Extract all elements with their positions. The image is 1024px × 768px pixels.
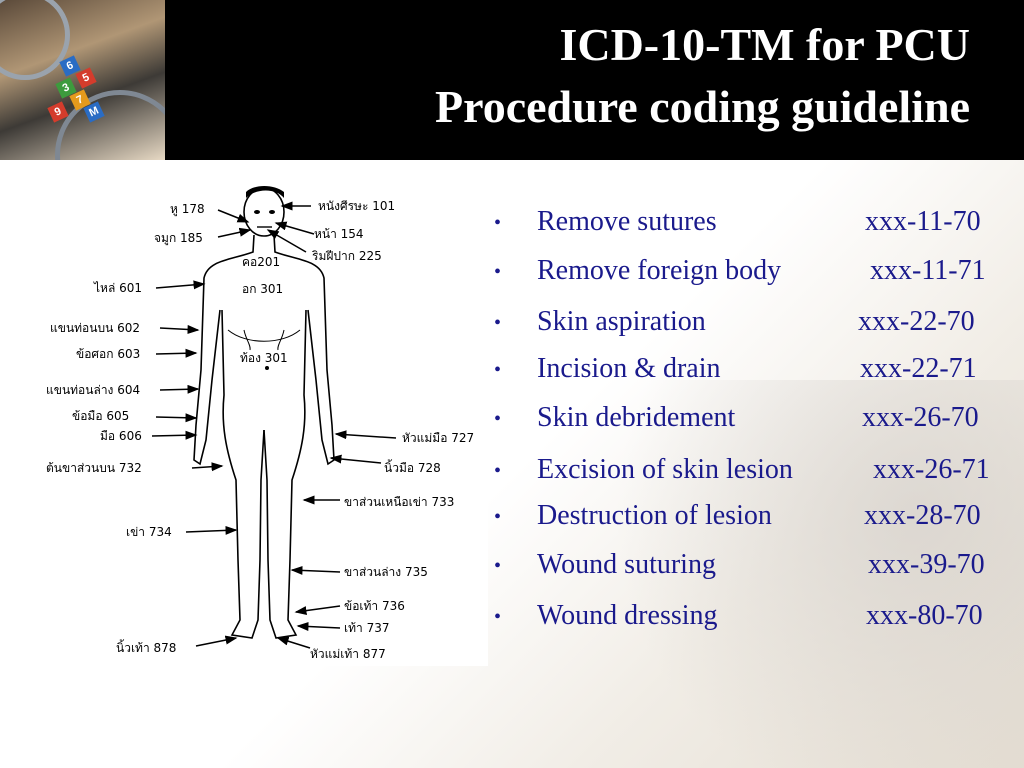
bullet-icon: • [494,555,502,577]
label-forearm: แขนท่อนล่าง 604 [46,383,140,397]
label-foot: เท้า 737 [344,621,389,635]
pointer-arrows [151,201,397,649]
bullet-icon: • [494,312,502,334]
procedure-code: xxx-26-70 [862,402,979,433]
body-region-diagram: หู 178 จมูก 185 หนังศีรษะ 101 หน้า 154 ร… [46,180,488,666]
procedure-name: Excision of skin lesion [537,454,793,485]
stethoscope-icon [0,0,70,80]
bullet-icon: • [494,506,502,528]
label-nose: จมูก 185 [154,231,203,246]
label-lip: ริมฝีปาก 225 [311,249,381,263]
label-chest: อก 301 [242,282,283,296]
procedure-name: Incision & drain [537,353,721,384]
title-line-2: Procedure coding guideline [435,81,970,132]
background-decoration [484,380,1024,768]
procedure-code: xxx-28-70 [864,500,981,531]
bullet-icon: • [494,261,502,283]
procedure-name: Remove sutures [537,206,717,237]
label-thigh: ต้นขาส่วนบน 732 [46,461,142,475]
title-banner: 6 5 3 7 M 9 ICD-10-TM for PCU Procedure … [0,0,1024,160]
label-shoulder: ไหล่ 601 [93,281,142,295]
label-ear: หู 178 [170,202,205,217]
procedure-code: xxx-80-70 [866,600,983,631]
label-hand: มือ 606 [100,429,142,443]
label-big-toe: หัวแม่เท้า 877 [310,647,386,661]
label-knee: เข่า 734 [126,525,172,539]
bullet-icon: • [494,408,502,430]
procedure-code: xxx-11-71 [870,255,986,286]
label-ankle: ข้อเท้า 736 [344,599,405,613]
label-lower-leg: ขาส่วนล่าง 735 [344,565,428,579]
bullet-icon: • [494,460,502,482]
procedure-code: xxx-22-71 [860,353,977,384]
medical-photo: 6 5 3 7 M 9 [0,0,165,160]
label-neck: คอ201 [242,255,280,269]
bullet-icon: • [494,606,502,628]
procedure-code: xxx-26-71 [873,454,990,485]
bullet-icon: • [494,359,502,381]
slide-title: ICD-10-TM for PCU Procedure coding guide… [435,14,970,138]
face-features [246,186,284,228]
label-face: หน้า 154 [314,227,364,241]
label-upper-arm: แขนท่อนบน 602 [50,321,140,335]
body-diagram-svg: หู 178 จมูก 185 หนังศีรษะ 101 หน้า 154 ร… [46,186,474,661]
label-abdomen: ท้อง 301 [240,351,288,365]
label-finger: นิ้วมือ 728 [384,459,441,475]
label-scalp: หนังศีรษะ 101 [318,199,395,213]
label-wrist: ข้อมือ 605 [72,409,129,423]
procedure-name: Wound suturing [537,549,716,580]
procedure-code: xxx-22-70 [858,306,975,337]
procedure-name: Destruction of lesion [537,500,772,531]
procedure-name: Skin aspiration [537,306,706,337]
procedure-name: Wound dressing [537,600,718,631]
procedure-name: Remove foreign body [537,255,782,286]
label-thumb: หัวแม่มือ 727 [402,431,474,445]
navel-mark [265,366,269,370]
bullet-icon: • [494,212,502,234]
procedure-code: xxx-39-70 [868,549,985,580]
label-elbow: ข้อศอก 603 [76,347,140,361]
label-toe: นิ้วเท้า 878 [116,639,176,655]
label-above-knee: ขาส่วนเหนือเข่า 733 [344,495,454,509]
title-line-1: ICD-10-TM for PCU [559,19,970,70]
procedure-code: xxx-11-70 [865,206,981,237]
procedure-name: Skin debridement [537,402,736,433]
